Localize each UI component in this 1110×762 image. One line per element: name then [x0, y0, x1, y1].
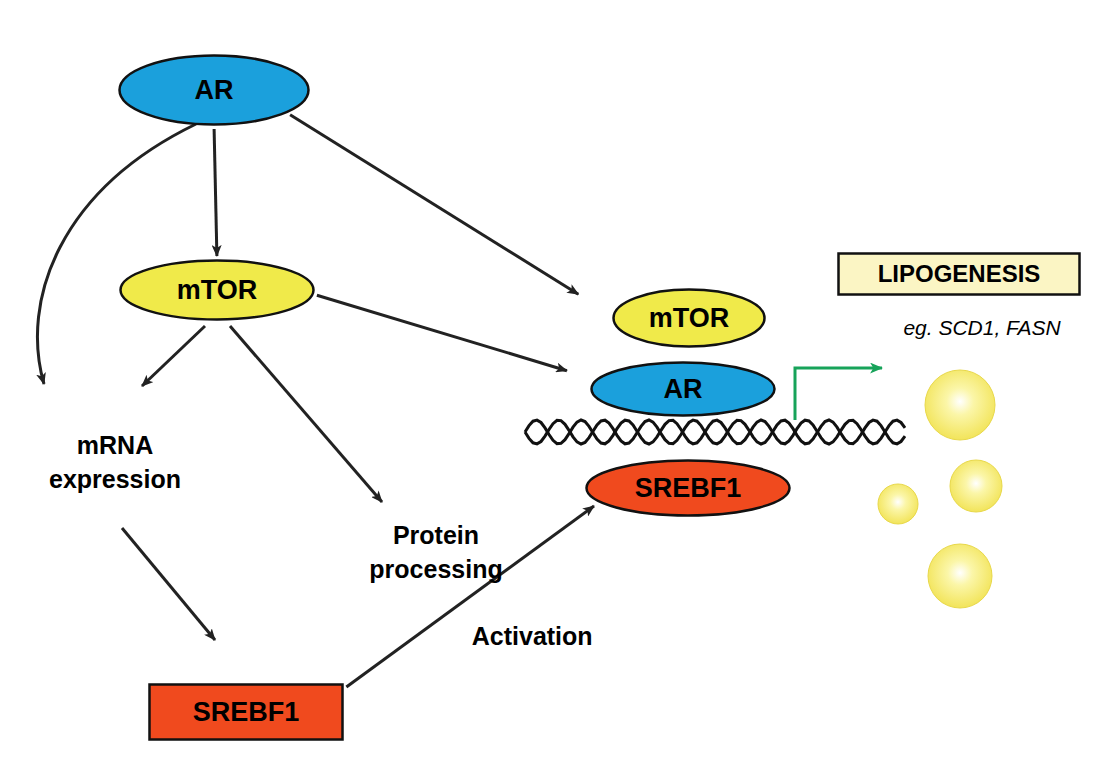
arrow-mtor-to-processing: [230, 326, 382, 502]
lipogenesis-box: LIPOGENESIS: [837, 252, 1081, 296]
node-label: mTOR: [649, 303, 730, 334]
arrow-mtor-to-mrna: [142, 326, 205, 386]
edge-label: Activation: [469, 622, 596, 651]
srebf1-box: SREBF1: [148, 683, 344, 741]
process-label: Protein processing: [326, 518, 546, 586]
helix-strand: [525, 420, 905, 444]
mtor-ellipse: mTOR: [119, 259, 315, 321]
connector-arrow: [317, 295, 567, 371]
ar-ellipse: AR: [590, 361, 776, 417]
arrow-mrna-to-srebf1: [122, 528, 215, 640]
helix-strand: [525, 420, 905, 444]
node-label: mTOR: [177, 275, 258, 306]
transcription-arrow: [795, 368, 882, 420]
gene-examples: eg. SCD1, FASN: [862, 314, 1102, 342]
arrow-ar-to-mrna: [37, 124, 196, 384]
node-label: SREBF1: [635, 473, 742, 504]
lipid-droplet: [928, 544, 992, 608]
lipid-droplets: [878, 370, 1002, 608]
mtor-ellipse: mTOR: [612, 288, 766, 348]
ar-ellipse: AR: [118, 54, 310, 126]
node-label: AR: [195, 75, 234, 106]
node-label: LIPOGENESIS: [878, 260, 1041, 288]
node-label: AR: [664, 374, 703, 405]
connector-arrow: [214, 129, 217, 256]
node-label: SREBF1: [193, 697, 300, 728]
process-label: mRNA expression: [10, 428, 220, 496]
lipid-droplet: [925, 370, 995, 440]
connector-arrow: [290, 115, 578, 295]
layout-arrows: [37, 124, 382, 640]
lipid-droplet: [950, 460, 1002, 512]
lipid-droplet: [878, 484, 918, 524]
dna-helix: [525, 420, 905, 444]
srebf1-ellipse: SREBF1: [585, 459, 791, 517]
